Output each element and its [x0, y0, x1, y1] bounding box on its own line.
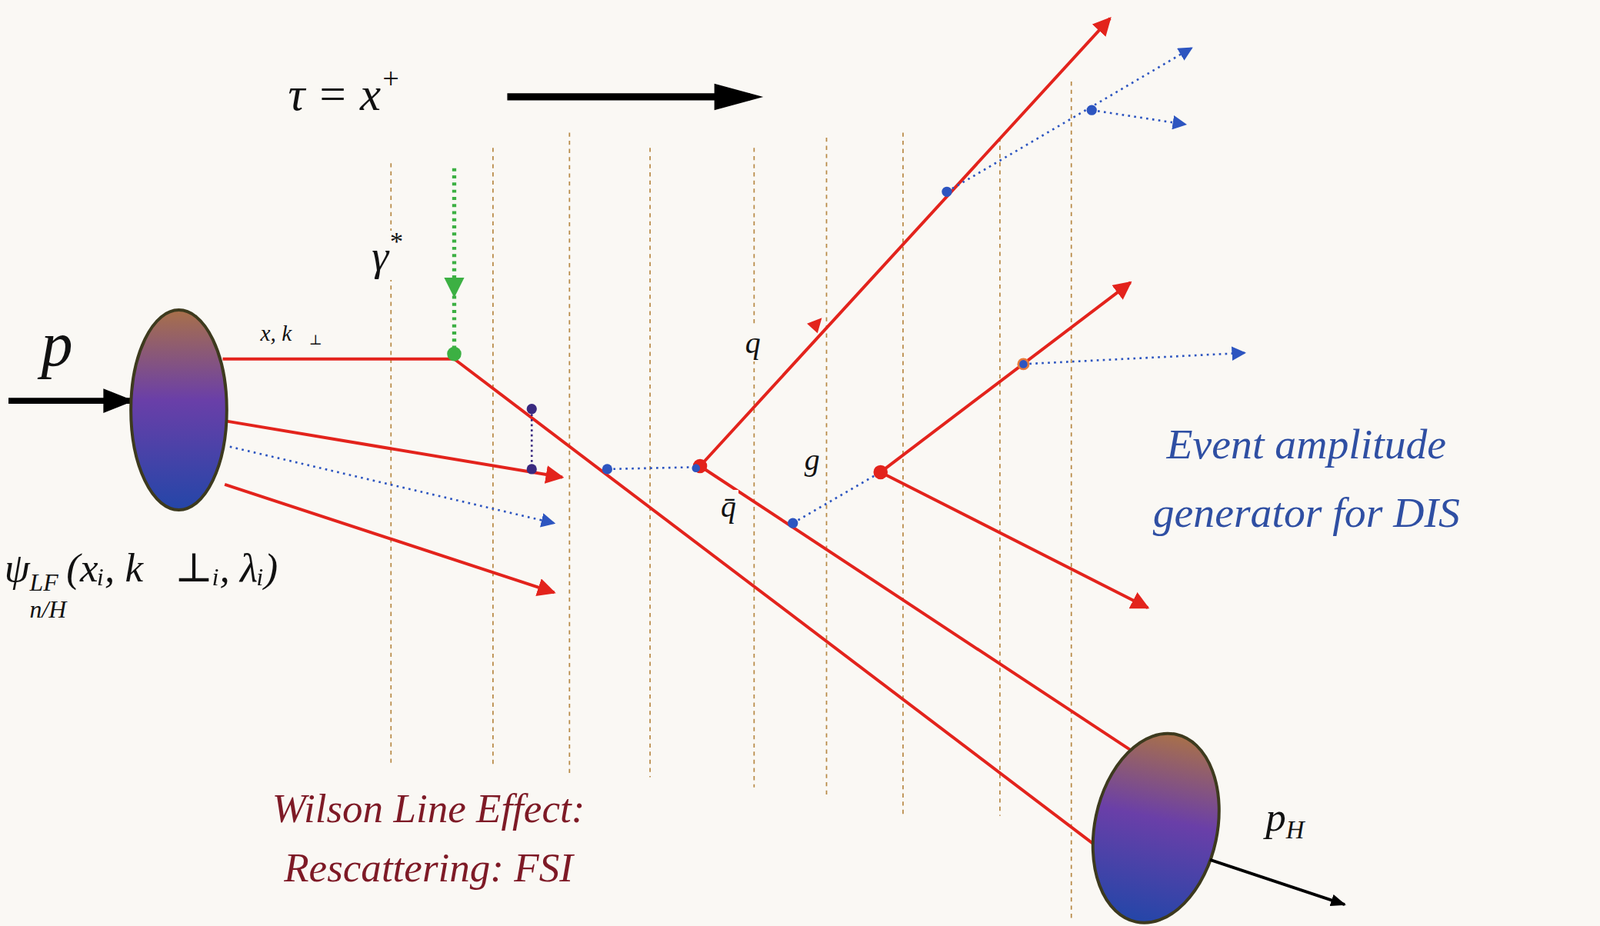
drawing-part [826, 137, 828, 798]
drawing-part [226, 421, 563, 478]
drawing-part [793, 472, 881, 524]
photon-label-text: γ [371, 231, 389, 280]
hadron-label-text: p [1265, 794, 1287, 840]
drawing-part [999, 137, 1001, 817]
drawing-part [222, 357, 454, 361]
momentum-label: x, k⃗⊥ [258, 320, 325, 347]
drawing-part [453, 359, 1097, 847]
gluon-lines [230, 47, 1245, 524]
drawing-part [941, 186, 952, 197]
drawing-part [1091, 110, 1186, 125]
wilson-line-note-text: Wilson Line Effect: Rescattering: FSI [270, 779, 588, 898]
wavefunction-label-subscript: n/H [30, 596, 67, 624]
antiquark-label: q̄ [718, 490, 739, 526]
hadron-label-subscript: H [1286, 816, 1305, 844]
drawing-part [446, 346, 462, 362]
wavefunction-label-text: ψ [4, 545, 30, 590]
quark-lines [222, 18, 1148, 847]
drawing-part [902, 132, 904, 816]
photon-line [452, 296, 457, 353]
drawing-part [568, 132, 570, 777]
vertices [446, 105, 1097, 529]
proton-blob [130, 310, 227, 510]
drawing-part [946, 47, 1192, 192]
drawing-part [526, 403, 537, 414]
drawing-part [1070, 81, 1073, 918]
drawing-part [492, 147, 494, 767]
time-axis-label-superscript: + [380, 61, 401, 94]
wavefunction-label-superscript: LF [30, 569, 67, 597]
gluon-exchange [530, 409, 534, 470]
hadron-label: pH [1263, 793, 1307, 841]
drawing-part [602, 463, 613, 474]
photon-label-superscript: * [388, 226, 402, 256]
hadron-blob [1076, 721, 1236, 926]
drawing-part [606, 466, 697, 470]
drawing-part [700, 18, 1110, 467]
drawing-part [1086, 105, 1097, 116]
hadron-arrow [1210, 860, 1345, 905]
wavefunction-label: ψLFn/H(xᵢ, k⃗⊥ᵢ, λᵢ) [2, 544, 280, 623]
drawing-part [691, 463, 700, 473]
quark-label: q [743, 326, 764, 362]
time-arrow-shaft [506, 93, 750, 100]
gluon-label-text: g [804, 443, 820, 477]
gluon-label: g [802, 443, 823, 479]
drawing-part [880, 282, 1131, 473]
proton-arrow [8, 397, 131, 404]
drawing-part [753, 147, 755, 787]
drawing-part [230, 446, 555, 524]
photon-line [452, 168, 457, 297]
momentum-label-text: x, k⃗ [260, 320, 310, 346]
drawing-part [526, 463, 537, 474]
photon-label: γ* [369, 230, 404, 280]
antiquark-label-text: q̄ [720, 490, 737, 524]
drawing-part [1016, 357, 1030, 370]
generator-note-text: Event amplitude generator for DIS [1150, 410, 1463, 547]
time-axis-label-text: τ = x [287, 68, 381, 120]
quark-direction-arrow [806, 313, 827, 334]
generator-note: Event amplitude generator for DIS [1147, 410, 1465, 547]
drawing-part [649, 147, 651, 777]
time-arrow-head [714, 83, 764, 110]
drawing-part [787, 518, 798, 529]
drawing-part [1023, 353, 1245, 365]
drawing-part [873, 465, 888, 480]
proton-label-text: p [40, 309, 73, 380]
wilson-line-note: Wilson Line Effect: Rescattering: FSI [267, 779, 590, 898]
time-axis-label: τ = x+ [285, 67, 403, 122]
drawing-part [700, 466, 1141, 757]
wavefunction-label-indices: LFn/H [30, 569, 67, 624]
wavefunction-label-text: (xᵢ, k⃗⊥ᵢ, λᵢ) [66, 545, 278, 590]
proton-label: p [38, 308, 75, 382]
momentum-label-subscript: ⊥ [309, 332, 323, 348]
drawing-part [1019, 360, 1028, 369]
drawing-part [880, 472, 1148, 608]
quark-label-text: q [745, 326, 761, 360]
